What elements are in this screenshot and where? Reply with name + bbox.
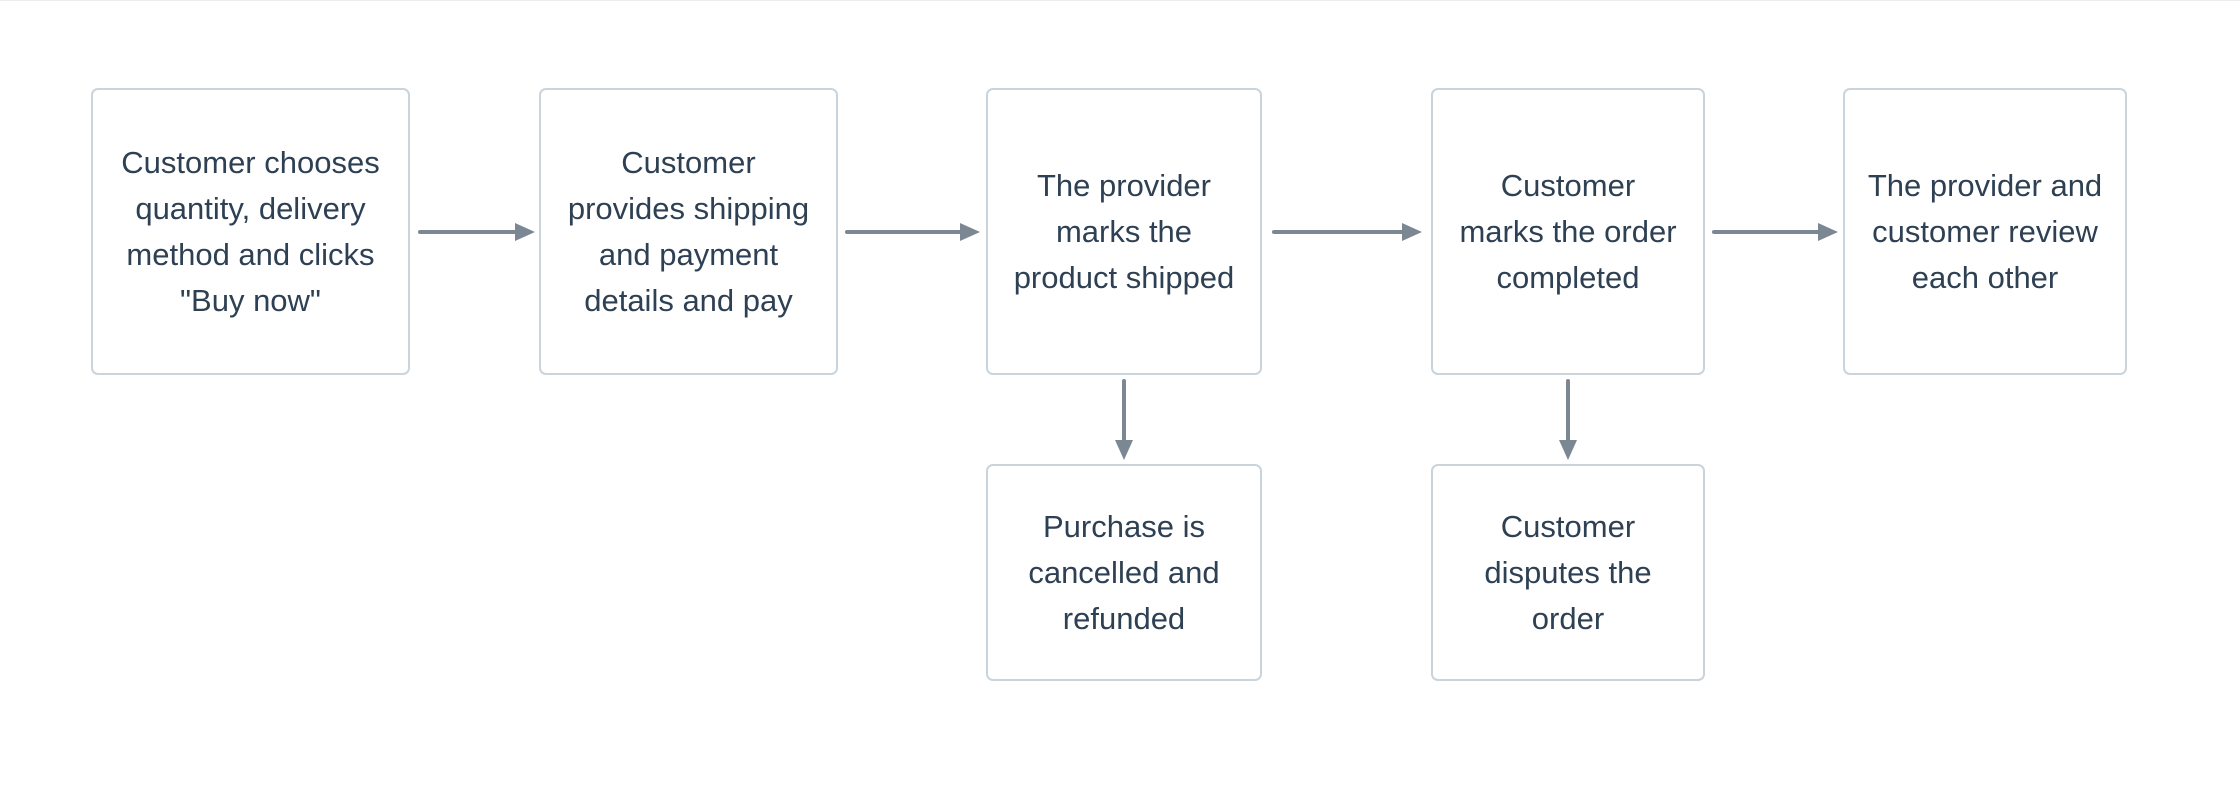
flow-node-customer-chooses: Customer chooses quantity, delivery meth… <box>91 88 410 375</box>
arrow-shaft <box>1712 230 1820 234</box>
arrow-shaft <box>1122 379 1126 442</box>
arrow-pay-to-shipped <box>845 223 980 241</box>
flow-node-label: Customer disputes the order <box>1484 508 1652 636</box>
top-edge-line <box>0 0 2240 1</box>
arrowhead-right-icon <box>960 223 980 241</box>
flow-node-customer-disputes: Customer disputes the order <box>1431 464 1705 681</box>
flow-node-product-shipped: The provider marks the product shipped <box>986 88 1262 375</box>
flow-node-label: The provider and customer review each ot… <box>1867 167 2103 295</box>
arrow-shipped-to-completed <box>1272 223 1422 241</box>
flow-node-review-each-other: The provider and customer review each ot… <box>1843 88 2127 375</box>
arrowhead-right-icon <box>515 223 535 241</box>
flow-node-label: Purchase is cancelled and refunded <box>1028 508 1220 636</box>
flow-node-order-completed: Customer marks the order completed <box>1431 88 1705 375</box>
arrow-completed-to-disputed <box>1559 379 1577 460</box>
arrowhead-right-icon <box>1818 223 1838 241</box>
arrow-shaft <box>1566 379 1570 442</box>
flow-node-label: Customer chooses quantity, delivery meth… <box>121 144 380 318</box>
arrow-shaft <box>418 230 517 234</box>
arrow-shaft <box>1272 230 1404 234</box>
arrow-choose-to-pay <box>418 223 535 241</box>
flow-node-label: Customer marks the order completed <box>1459 167 1677 295</box>
arrow-completed-to-review <box>1712 223 1838 241</box>
arrowhead-down-icon <box>1559 440 1577 460</box>
flow-node-label: The provider marks the product shipped <box>1013 167 1235 295</box>
flow-node-label: Customer provides shipping and payment d… <box>567 144 810 318</box>
arrowhead-down-icon <box>1115 440 1133 460</box>
flow-node-customer-pays: Customer provides shipping and payment d… <box>539 88 838 375</box>
arrow-shaft <box>845 230 962 234</box>
arrow-shipped-to-cancelled <box>1115 379 1133 460</box>
arrowhead-right-icon <box>1402 223 1422 241</box>
flow-node-purchase-cancelled: Purchase is cancelled and refunded <box>986 464 1262 681</box>
